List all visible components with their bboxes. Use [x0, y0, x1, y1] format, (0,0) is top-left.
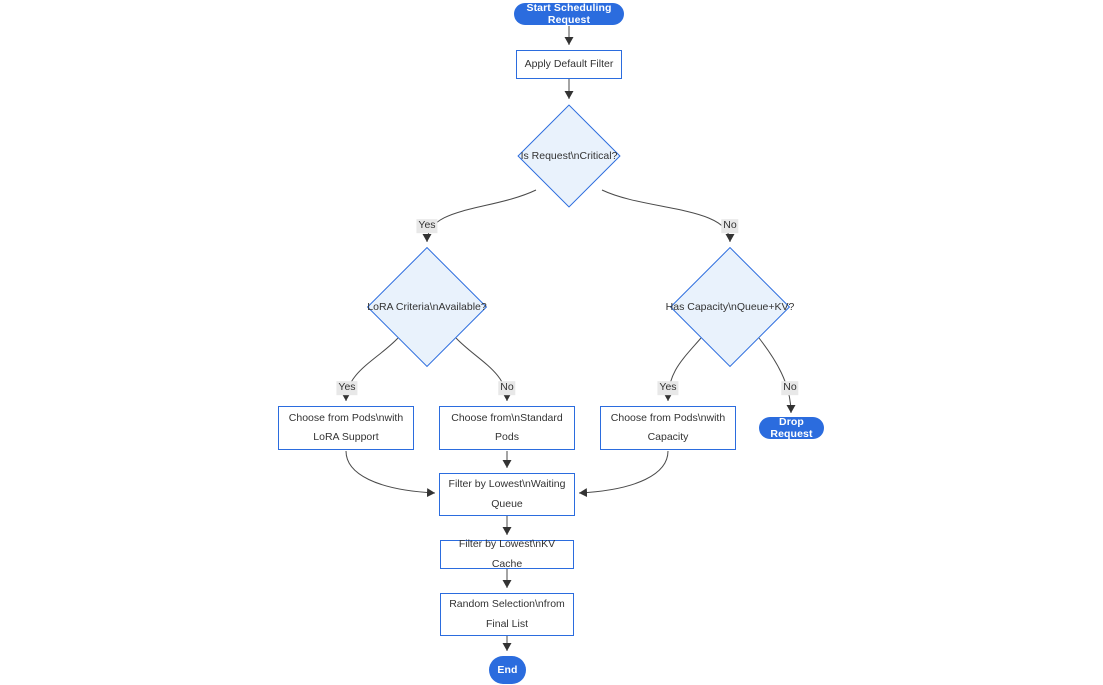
edge-label-lora-yes: Yes [336, 381, 358, 395]
node-choose-lora-pods: Choose from Pods\nwith LoRA Support [278, 406, 414, 450]
node-filter-waiting-queue: Filter by Lowest\nWaiting Queue [439, 473, 575, 516]
edge-label-critical-no: No [721, 219, 739, 233]
node-drop-request: Drop Request [759, 416, 824, 440]
edge-is-critical-no [601, 189, 735, 243]
node-random-selection: Random Selection\nfrom Final List [440, 593, 574, 636]
edge-label-capacity-no: No [781, 381, 799, 395]
node-lora-criteria: LoRA Criteria\nAvailable? [366, 246, 488, 368]
node-lora-criteria-label: LoRA Criteria\nAvailable? [367, 301, 487, 313]
edge-capacity-no [758, 337, 796, 414]
node-end: End [489, 656, 526, 684]
node-has-capacity: Has Capacity\nQueue+KV? [665, 246, 795, 368]
edge-capacity-pods-to-filter-waiting [578, 450, 669, 498]
edge-label-critical-yes: Yes [416, 219, 438, 233]
node-filter-kv-cache: Filter by Lowest\nKV Cache [440, 538, 574, 570]
node-start: Start Scheduling Request [514, 2, 624, 26]
edge-label-capacity-yes: Yes [657, 381, 679, 395]
node-has-capacity-label: Has Capacity\nQueue+KV? [665, 301, 795, 313]
edge-label-lora-no: No [498, 381, 516, 395]
edge-lora-pods-to-filter-waiting [345, 450, 436, 498]
node-choose-standard-pods: Choose from\nStandard Pods [439, 406, 575, 450]
node-apply-default-filter: Apply Default Filter [516, 50, 622, 79]
node-is-critical-label: Is Request\nCritical? [520, 150, 618, 162]
node-is-critical: Is Request\nCritical? [517, 104, 621, 208]
node-choose-capacity-pods: Choose from Pods\nwith Capacity [600, 406, 736, 450]
